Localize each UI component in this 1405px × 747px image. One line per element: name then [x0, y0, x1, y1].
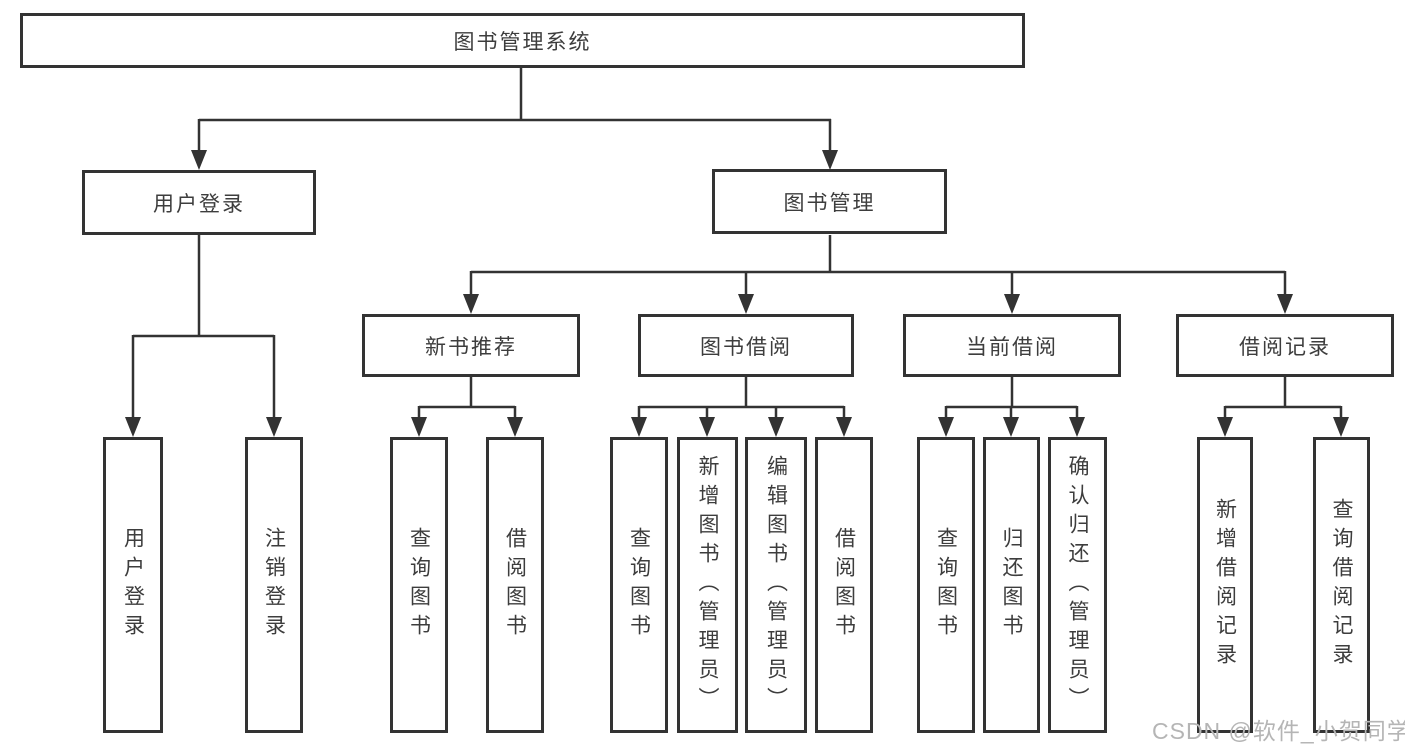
leaf-label: 编辑图书（管理员）: [764, 454, 788, 716]
leaf-current-query-books: 查询图书: [917, 437, 975, 733]
leaf-label: 查询图书: [407, 527, 431, 643]
leaf-label: 借阅图书: [503, 527, 527, 643]
leaf-label: 查询图书: [934, 527, 958, 643]
leaf-label: 确认归还（管理员）: [1066, 454, 1089, 716]
leaf-confirm-return-admin: 确认归还（管理员）: [1048, 437, 1107, 733]
node-new-book-recommend: 新书推荐: [362, 314, 580, 377]
node-book-management: 图书管理: [712, 169, 947, 234]
node-root: 图书管理系统: [20, 13, 1025, 68]
node-new-book-recommend-label: 新书推荐: [425, 335, 517, 359]
leaf-label: 查询图书: [627, 527, 651, 643]
leaf-logout: 注销登录: [245, 437, 303, 733]
leaf-edit-books-admin: 编辑图书（管理员）: [745, 437, 807, 733]
arrowheads: [125, 150, 1349, 437]
node-book-management-label: 图书管理: [783, 191, 876, 215]
leaf-label: 新增图书（管理员）: [696, 454, 719, 716]
node-book-borrow-label: 图书借阅: [700, 335, 792, 359]
leaf-label: 查询借阅记录: [1330, 498, 1353, 672]
leaf-label: 借阅图书: [832, 527, 856, 643]
leaf-recommend-query-books: 查询图书: [390, 437, 448, 733]
leaf-add-borrow-record: 新增借阅记录: [1197, 437, 1253, 733]
leaf-add-books-admin: 新增图书（管理员）: [677, 437, 738, 733]
leaf-return-books: 归还图书: [983, 437, 1040, 733]
leaf-user-login: 用户登录: [103, 437, 163, 733]
leaf-label: 归还图书: [1000, 527, 1023, 643]
node-current-borrow: 当前借阅: [903, 314, 1121, 377]
node-current-borrow-label: 当前借阅: [966, 335, 1058, 359]
leaf-label: 新增借阅记录: [1213, 498, 1237, 672]
node-borrow-record-label: 借阅记录: [1239, 335, 1331, 359]
node-book-borrow: 图书借阅: [638, 314, 854, 377]
node-user-login-label: 用户登录: [153, 192, 245, 216]
csdn-watermark: CSDN @软件_小贺同学: [1152, 718, 1405, 744]
leaf-query-borrow-record: 查询借阅记录: [1313, 437, 1370, 733]
leaf-label: 用户登录: [121, 527, 145, 643]
leaf-label: 注销登录: [262, 527, 286, 643]
node-borrow-record: 借阅记录: [1176, 314, 1394, 377]
leaf-borrow-books: 借阅图书: [815, 437, 873, 733]
node-user-login: 用户登录: [82, 170, 316, 235]
node-root-label: 图书管理系统: [453, 30, 592, 54]
leaf-borrow-query-books: 查询图书: [610, 437, 668, 733]
leaf-recommend-borrow-books: 借阅图书: [486, 437, 544, 733]
